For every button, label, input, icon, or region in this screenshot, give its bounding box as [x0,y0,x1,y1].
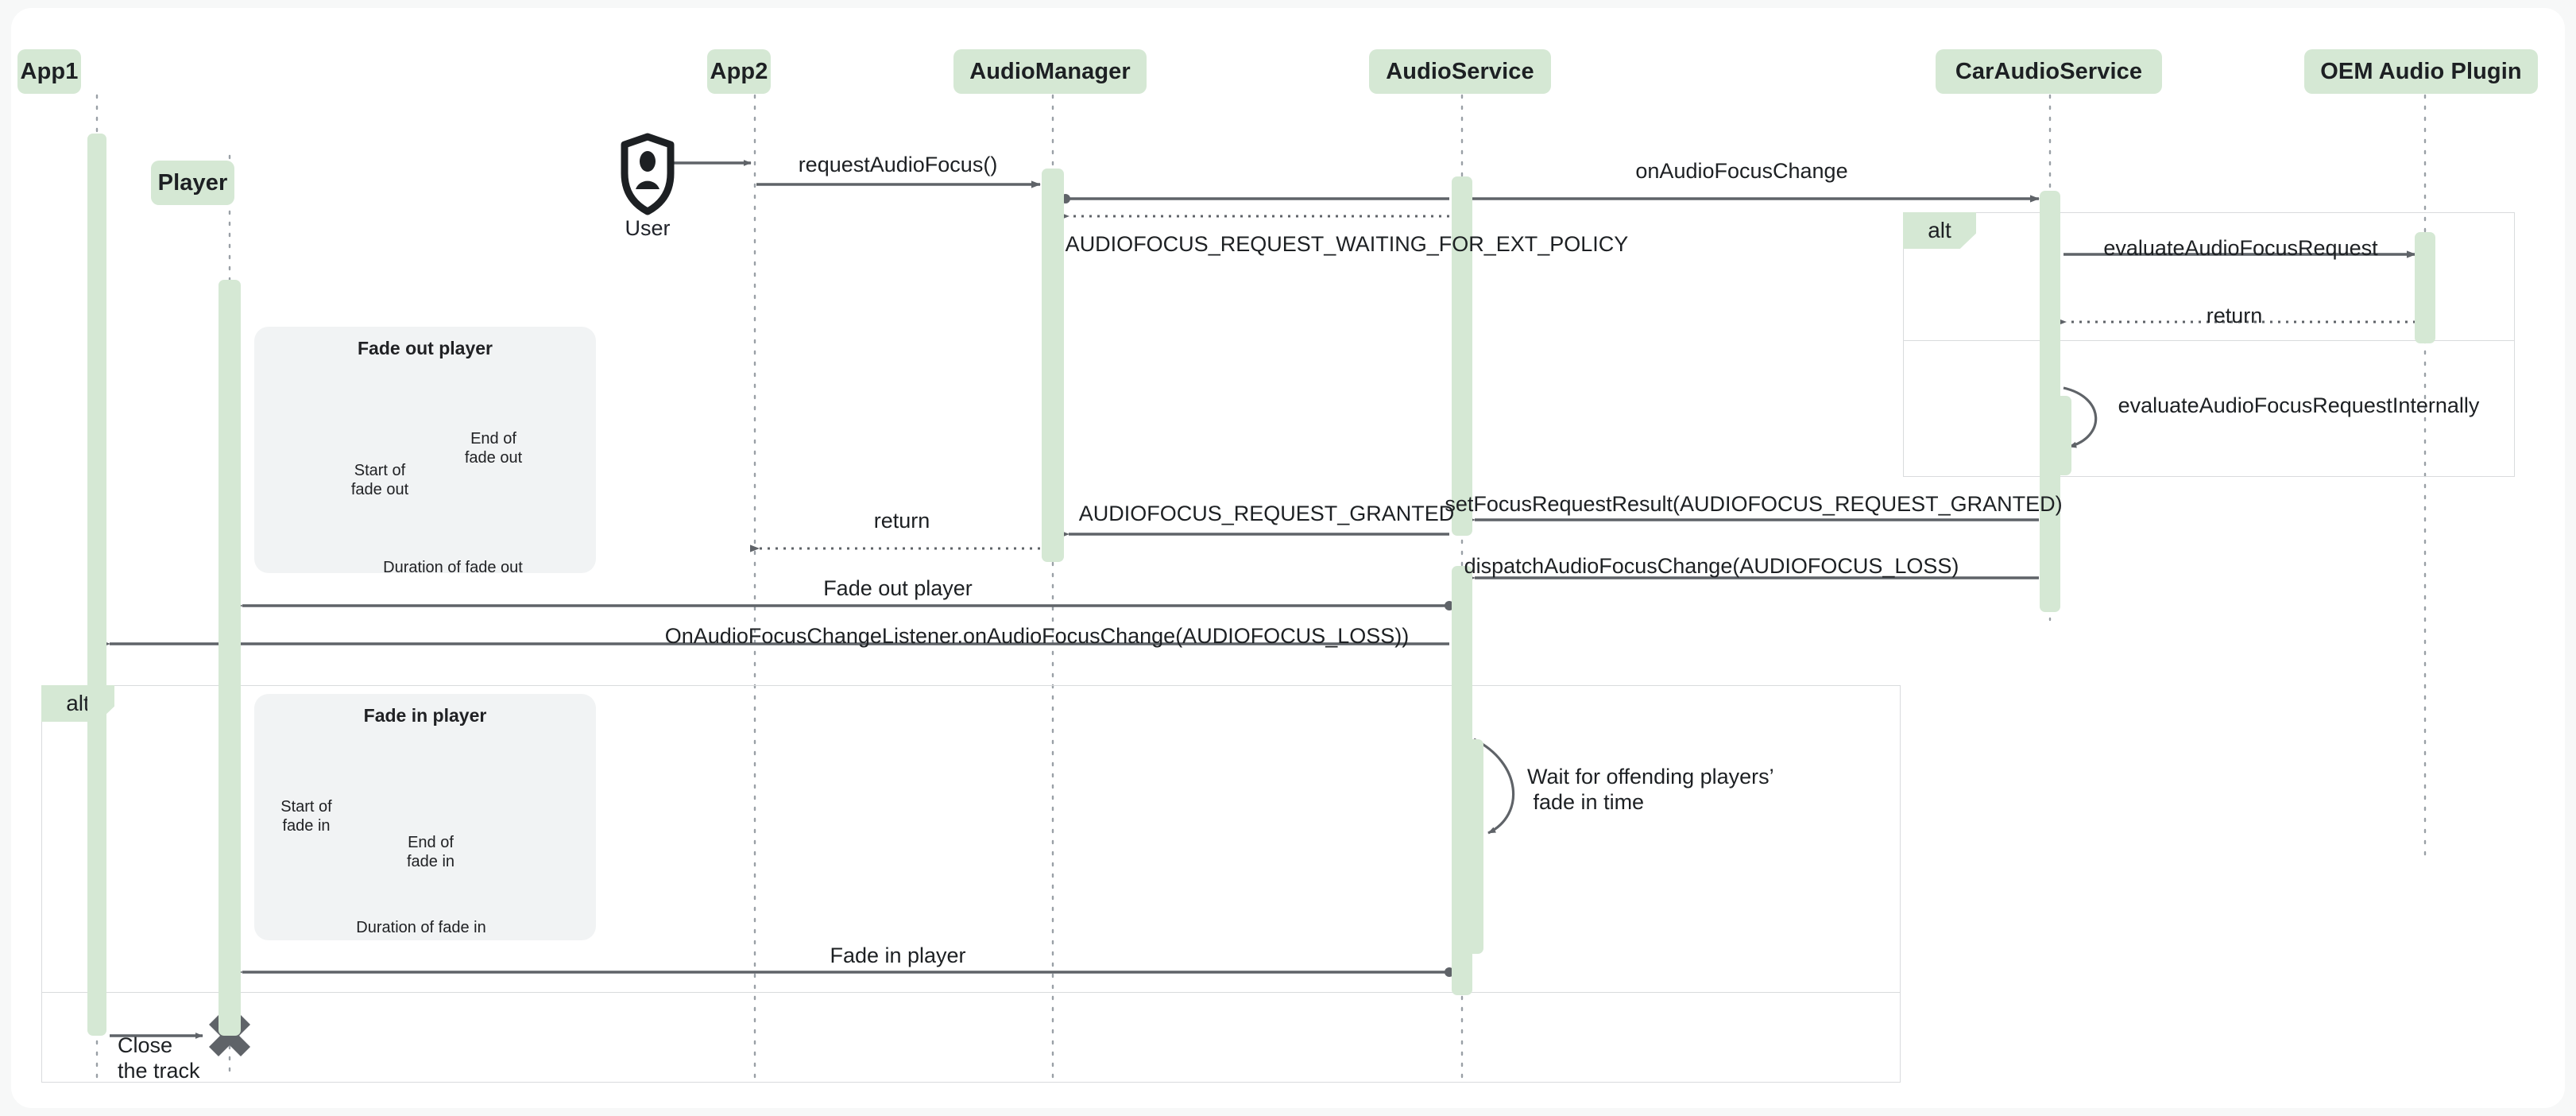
note-fade-out-chart: Fade out player [254,327,596,573]
activation-caraudioservice-nested [2051,396,2071,475]
message-label-oem-return: return [2206,304,2263,327]
participant-player[interactable]: Player [151,161,234,205]
message-label-fade-out-player: Fade out player [823,576,973,600]
fade-in-duration-label: Duration of fade in [356,919,486,936]
note-fade-in-chart: Fade in player [254,694,596,940]
message-label-on-audio-focus-change-listener: OnAudioFocusChangeListener.onAudioFocusC… [664,624,1410,648]
fragment-alt-car-divider [1903,340,2515,341]
message-label-wait-fade-in: Wait for offending players’ fade in time [1527,765,1774,814]
participant-player-label: Player [157,169,228,196]
fade-out-duration-label: Duration of fade out [383,559,523,576]
activation-audioservice-1 [1452,176,1472,536]
participant-audiomanager[interactable]: AudioManager [953,49,1147,94]
participant-audioservice-label: AudioService [1386,58,1534,84]
activation-audioservice-nested [1463,739,1483,954]
participant-audioservice[interactable]: AudioService [1369,49,1551,94]
fade-out-chart-title: Fade out player [358,338,493,358]
participant-app2[interactable]: App2 [707,49,771,94]
message-label-evaluate-audio-focus-request: evaluateAudioFocusRequest [2103,236,2378,260]
fragment-alt-caraudioservice [1903,212,2515,477]
message-label-on-audio-focus-change: onAudioFocusChange [1635,159,1848,183]
activation-player [219,280,241,1036]
fade-in-chart-title: Fade in player [363,705,487,726]
fragment-alt-car-tag-label: alt [1928,218,1951,242]
participant-app1-label: App1 [20,58,79,84]
participant-oem-label: OEM Audio Plugin [2320,58,2522,84]
participant-caraudioservice-label: CarAudioService [1955,58,2143,84]
message-label-audiomanager-return: return [873,509,930,533]
participant-app1[interactable]: App1 [17,49,81,94]
actor-user-label: User [625,216,671,240]
message-label-evaluate-internally: evaluateAudioFocusRequestInternally [2118,393,2480,417]
message-label-dispatch-audio-focus-change: dispatchAudioFocusChange(AUDIOFOCUS_LOSS… [1464,554,1959,578]
activation-audiomanager [1042,169,1064,562]
fragment-alt-app1 [41,685,1901,1083]
activation-oem [2415,232,2435,343]
fragment-alt-car-tag: alt [1903,212,1976,249]
activation-app1 [87,134,106,1036]
message-label-audiofocus-request-granted: AUDIOFOCUS_REQUEST_GRANTED [1078,502,1455,525]
message-label-fade-in-player: Fade in player [830,944,966,967]
message-label-request-audio-focus: requestAudioFocus() [798,153,998,176]
message-label-waiting-for-ext-policy: AUDIOFOCUS_REQUEST_WAITING_FOR_EXT_POLIC… [1065,232,1629,256]
fragment-alt-app1-divider [41,992,1901,993]
participant-audiomanager-label: AudioManager [969,58,1131,84]
participant-oem-audio-plugin[interactable]: OEM Audio Plugin [2304,49,2538,94]
fragment-alt-app1-tag-label: alt [66,691,90,715]
participant-caraudioservice[interactable]: CarAudioService [1936,49,2162,94]
message-label-set-focus-request-result: setFocusRequestResult(AUDIOFOCUS_REQUEST… [1445,492,2063,516]
participant-app2-label: App2 [710,58,768,84]
